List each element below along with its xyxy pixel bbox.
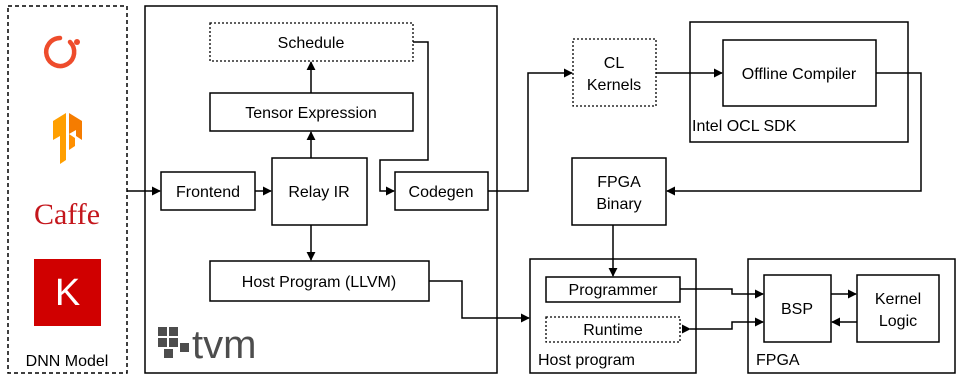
keras-logo-icon: K bbox=[34, 259, 101, 326]
arrow-schedule-to-codegen bbox=[379, 41, 429, 196]
relay-ir-box bbox=[271, 157, 368, 226]
cl-kernels-line2: Kernels bbox=[587, 77, 641, 94]
runtime-label: Runtime bbox=[583, 322, 643, 339]
fpga-binary-node: FPGA Binary bbox=[571, 157, 667, 226]
tvm-logo-icon bbox=[158, 327, 189, 358]
intel-ocl-sdk-panel: Offline Compiler Intel OCL SDK bbox=[689, 21, 909, 143]
host-program-label: Host program bbox=[538, 352, 635, 369]
codegen-label: Codegen bbox=[409, 184, 474, 201]
kernel-logic-box bbox=[856, 274, 940, 343]
cl-kernels-line1: CL bbox=[604, 55, 625, 72]
arrow-runtime-bsp bbox=[681, 317, 764, 334]
frontend-label: Frontend bbox=[176, 184, 240, 201]
kernel-logic-line1: Kernel bbox=[875, 291, 921, 308]
dnn-model-label: DNN Model bbox=[26, 353, 109, 370]
tensor-expression-label: Tensor Expression bbox=[245, 105, 377, 122]
bsp-box bbox=[763, 274, 832, 343]
fpga-panel: BSP Kernel Logic FPGA bbox=[747, 258, 956, 374]
host-program-llvm-label: Host Program (LLVM) bbox=[242, 274, 396, 291]
programmer-label: Programmer bbox=[569, 282, 659, 299]
connectors bbox=[127, 41, 922, 334]
pytorch-logo-icon bbox=[43, 35, 80, 69]
caffe-logo-text: Caffe bbox=[34, 198, 100, 231]
relay-ir-label: Relay IR bbox=[288, 184, 349, 201]
runtime-box bbox=[545, 316, 681, 343]
host-program-panel: Programmer Runtime Host program bbox=[529, 258, 697, 374]
tvm-logo-text: tvm bbox=[192, 323, 256, 367]
tvm-panel: Schedule Tensor Expression Frontend Rela… bbox=[144, 5, 498, 374]
tensorflow-logo-icon bbox=[53, 113, 82, 164]
arrow-compiler-to-fpga-binary bbox=[666, 72, 922, 196]
offline-compiler-label: Offline Compiler bbox=[742, 66, 857, 83]
bsp-label: BSP bbox=[781, 301, 813, 318]
fpga-label: FPGA bbox=[756, 352, 800, 369]
kernel-logic-line2: Logic bbox=[879, 313, 917, 330]
dnn-model-panel: Caffe K DNN Model bbox=[7, 5, 128, 374]
arrow-programmer-to-bsp bbox=[680, 288, 764, 299]
arrow-codegen-to-cl-kernels bbox=[488, 68, 573, 192]
fpga-binary-line2: Binary bbox=[596, 196, 641, 213]
fpga-binary-line1: FPGA bbox=[597, 174, 641, 191]
arrow-llvm-to-host-program bbox=[429, 280, 530, 323]
keras-logo-letter: K bbox=[55, 272, 80, 314]
intel-ocl-sdk-label: Intel OCL SDK bbox=[692, 118, 797, 135]
cl-kernels-node: CL Kernels bbox=[572, 38, 657, 107]
schedule-label: Schedule bbox=[278, 35, 345, 52]
